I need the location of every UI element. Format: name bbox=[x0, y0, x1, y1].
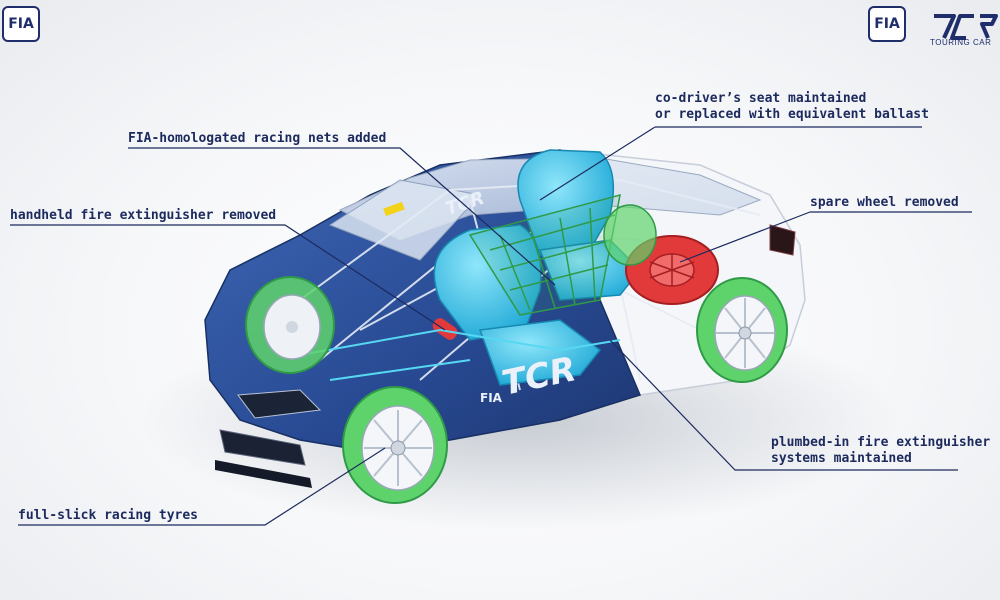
rear-left-wheel bbox=[696, 277, 788, 383]
windscreen bbox=[328, 179, 481, 261]
driver-seat bbox=[433, 224, 602, 386]
tcr-logo-text: TOURING CAR bbox=[930, 38, 992, 47]
extinguisher-plumbing bbox=[299, 328, 621, 381]
callout-racing-nets-text: FIA-homologated racing nets added bbox=[128, 131, 387, 146]
callout-plumbed-line1: plumbed-in fire extinguisher bbox=[771, 435, 991, 450]
callout-codriver-line1: co-driver’s seat maintained bbox=[655, 91, 867, 106]
front-right-wheel bbox=[245, 276, 335, 374]
handheld-extinguisher bbox=[432, 318, 458, 340]
callout-handheld-extinguisher: handheld fire extinguisher removed bbox=[10, 208, 276, 224]
callout-spare-wheel: spare wheel removed bbox=[810, 195, 959, 211]
fia-logo-left: FIA bbox=[2, 6, 40, 42]
callout-plumbed-line2: systems maintained bbox=[771, 451, 912, 466]
callout-plumbed-extinguisher: plumbed-in fire extinguisher systems mai… bbox=[771, 435, 990, 467]
leader-racing-nets bbox=[128, 147, 556, 286]
callout-racing-nets: FIA-homologated racing nets added bbox=[128, 131, 386, 147]
leader-spare bbox=[679, 211, 972, 263]
fia-logo-right-text: FIA bbox=[874, 16, 900, 32]
callout-tyres-text: full-slick racing tyres bbox=[18, 508, 199, 523]
callout-codriver-seat: co-driver’s seat maintained or replaced … bbox=[655, 91, 929, 123]
leader-tyres bbox=[18, 447, 386, 526]
front-splitter bbox=[215, 460, 312, 488]
callout-codriver-line2: or replaced with equivalent ballast bbox=[655, 107, 929, 122]
windscreen-sticker bbox=[383, 201, 405, 217]
leader-codriver bbox=[539, 126, 922, 201]
leader-handheld bbox=[10, 224, 446, 331]
rear-right-wheel bbox=[603, 204, 657, 266]
tail-light bbox=[769, 224, 796, 256]
fia-logo-right: FIA bbox=[868, 6, 906, 42]
front-grille bbox=[219, 429, 306, 466]
callout-tyres: full-slick racing tyres bbox=[18, 508, 198, 524]
leader-lines bbox=[10, 126, 972, 526]
leader-plumbed bbox=[609, 339, 958, 471]
callout-handheld-text: handheld fire extinguisher removed bbox=[10, 208, 277, 223]
callout-spare-text: spare wheel removed bbox=[810, 195, 959, 210]
front-left-wheel bbox=[342, 386, 448, 504]
tcr-logo bbox=[934, 14, 998, 40]
fia-logo-left-text: FIA bbox=[8, 16, 34, 32]
racing-net bbox=[468, 193, 621, 316]
headlight bbox=[237, 389, 322, 419]
door-fia-badge: FIA bbox=[480, 391, 503, 405]
